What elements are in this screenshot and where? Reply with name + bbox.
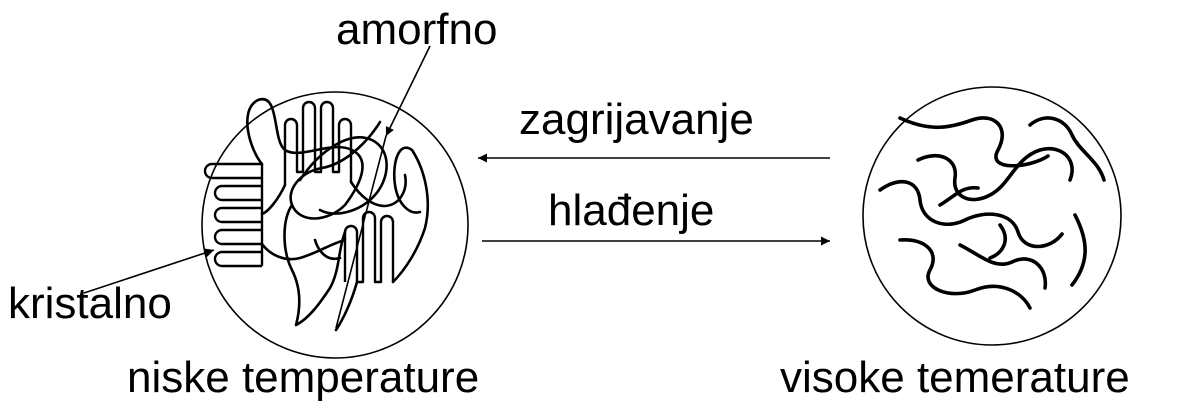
high-temperature-structure [862,86,1122,346]
melt-chain-4 [898,238,1032,310]
melt-chain-7 [938,185,1007,260]
low-temperature-circle [201,91,469,359]
melt-chain-6 [1028,116,1106,182]
low-temperature-label: niske temperature [127,353,479,402]
amorphous-chain-1 [246,97,382,220]
amorphous-chain-4 [298,136,388,215]
melt-chain-3 [878,179,1064,249]
melt-chain-2 [916,146,1074,202]
high-temperature-label: visoke temerature [780,353,1130,402]
crystalline-lamella-bottom [343,210,395,284]
heating-label: zagrijavanje [519,95,754,144]
amorphous-chain-6 [313,238,359,332]
amorphous-label: amorfno [336,5,497,54]
crystalline-lamella-top [283,100,353,185]
melt-chain-1 [898,116,1050,168]
low-temperature-structure [83,45,469,359]
amorphous-pointer-line-2 [335,135,387,329]
cooling-label: hlađenje [548,186,714,235]
melt-chain-5 [958,213,1087,290]
crystalline-pointer-line [83,248,215,294]
amorphous-chain-5 [260,173,407,216]
amorphous-chain-2 [283,203,347,327]
high-temperature-circle [862,86,1122,346]
amorphous-pointer-line [385,45,431,137]
crystalline-label: kristalno [8,279,172,328]
